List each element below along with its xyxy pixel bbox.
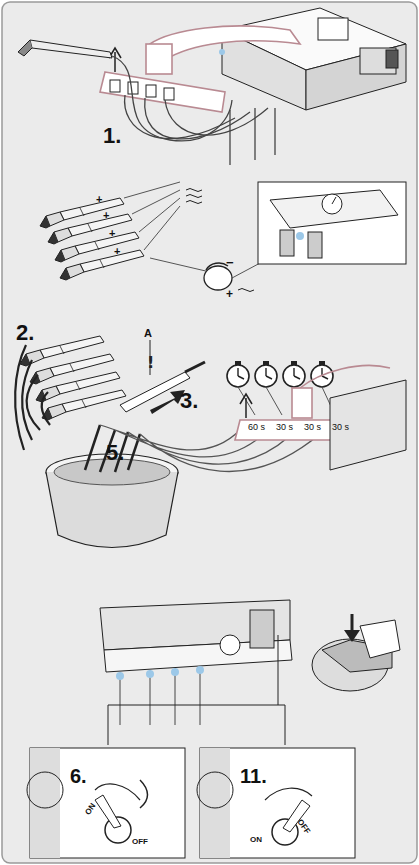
- step-number: 1.: [103, 125, 121, 147]
- callout-letter: A: [144, 328, 152, 339]
- switch-label: OFF: [295, 818, 311, 836]
- switch-label: ON: [250, 836, 262, 844]
- time-label: 30 s: [304, 423, 321, 432]
- switch-label: ON: [84, 802, 97, 816]
- step-number: 11.: [240, 766, 267, 786]
- step-number: 6.: [70, 766, 87, 786]
- plus-sign: +: [114, 246, 120, 257]
- plus-sign: +: [109, 228, 115, 239]
- time-label: 30 s: [276, 423, 293, 432]
- plus-sign: +: [96, 194, 102, 205]
- time-label: 30 s: [332, 423, 349, 432]
- plus-sign: +: [226, 288, 233, 300]
- dental-unit-top: [18, 8, 406, 165]
- switch-label: OFF: [132, 838, 148, 846]
- step-number: 5.: [106, 442, 124, 464]
- svg-text:!: !: [147, 353, 154, 372]
- flush-bowl: !: [15, 336, 406, 548]
- step-number: 3.: [180, 390, 198, 412]
- step-number: 2.: [16, 322, 34, 344]
- minus-sign: −: [226, 256, 234, 269]
- switch-section: [27, 600, 400, 858]
- time-label: 60 s: [248, 423, 265, 432]
- plus-sign: +: [103, 210, 109, 221]
- flush-adjust: [40, 182, 406, 292]
